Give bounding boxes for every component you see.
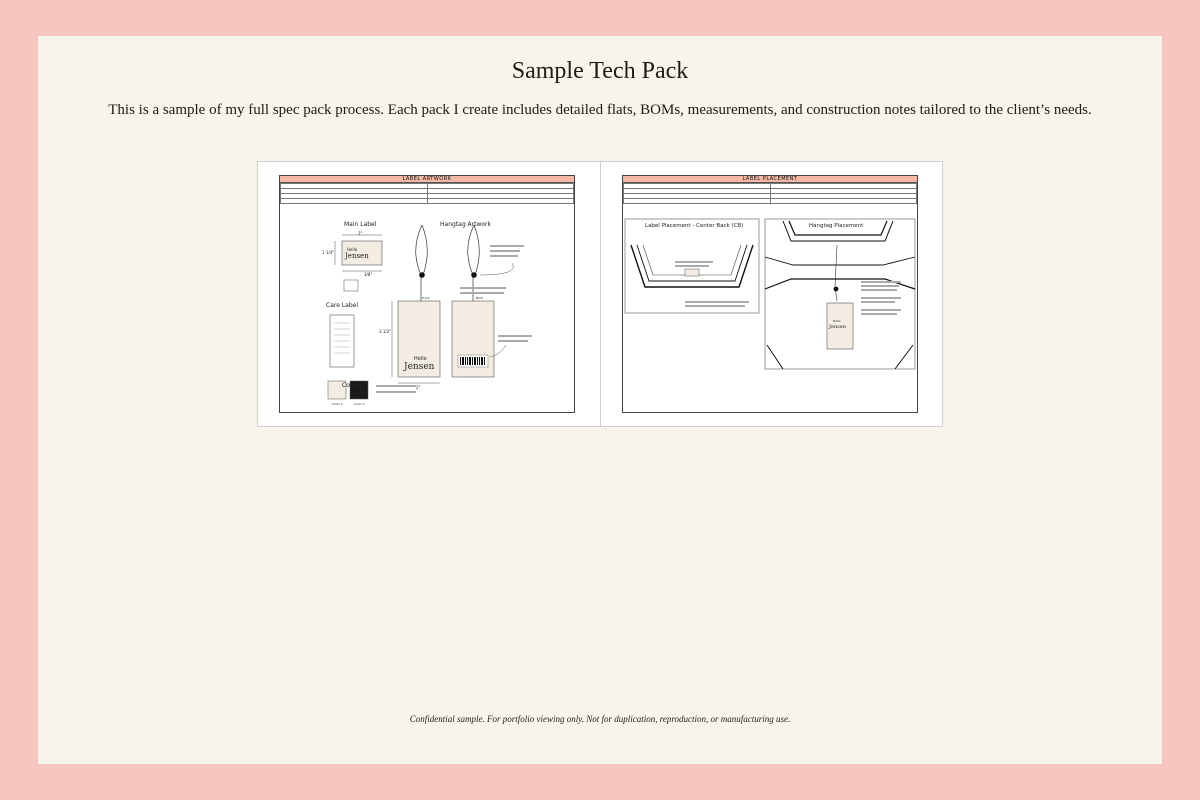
fold-diagram <box>343 279 359 292</box>
content-card: Sample Tech Pack This is a sample of my … <box>38 36 1162 764</box>
back-label: Back <box>476 296 484 300</box>
barcode-icon <box>457 354 489 368</box>
placement-brand: Jensen <box>829 324 846 330</box>
hangtag-placement-title: Hangtag Placement <box>809 223 864 229</box>
hangtag-front <box>397 300 441 378</box>
sheet-header: LABEL ARTWORK <box>280 176 574 183</box>
label-placement-drawing <box>624 218 916 370</box>
dim-height: 1 1/4" <box>322 250 335 255</box>
hangtag-seal-back <box>471 272 477 278</box>
main-label-brand-top: Hello <box>347 247 358 252</box>
neckline-outline <box>788 220 888 236</box>
confidential-footer: Confidential sample. For portfolio viewi… <box>409 714 791 724</box>
label-artwork-sheet: LABEL ARTWORK <box>279 175 575 413</box>
dim-tag-width: 2" <box>416 385 421 390</box>
hangtag-string-front <box>415 224 423 305</box>
tech-pack-spread: LABEL ARTWORK <box>257 161 943 427</box>
care-label-title: Care Label <box>326 302 358 309</box>
dim-fold: 3/8" <box>364 272 373 277</box>
placement-brand-top: Hello <box>833 319 841 323</box>
label-placement-sheet: LABEL PLACEMENT <box>622 175 918 413</box>
main-label-rect <box>341 240 383 266</box>
sheet-header: LABEL PLACEMENT <box>623 176 917 183</box>
hangtag-brand: Jensen <box>404 362 435 372</box>
page-divider <box>600 162 601 426</box>
color-swatch-1 <box>327 380 347 400</box>
front-label: Front <box>422 296 430 300</box>
page-title: Sample Tech Pack <box>511 58 689 84</box>
spec-meta-table <box>280 183 574 204</box>
colors-title: Colors <box>342 382 361 389</box>
label-artwork-drawing <box>327 224 532 400</box>
hangtag-brand-top: Hello <box>414 356 427 362</box>
hangtag-placement-tag <box>826 302 854 350</box>
hangtag-artwork-title: Hangtag Artwork <box>440 221 491 228</box>
color-swatch-2 <box>349 380 369 400</box>
cb-placement-title: Label Placement - Center Back (CB) <box>645 223 744 229</box>
color-1-label: Color 1 <box>332 402 343 406</box>
dim-width: 2" <box>358 231 363 236</box>
main-label-brand: Jensen <box>345 252 369 260</box>
color-2-label: Color 2 <box>354 402 365 406</box>
intro-text: This is a sample of my full spec pack pr… <box>108 102 1092 118</box>
cb-label <box>684 268 700 277</box>
collar-outline <box>630 244 754 288</box>
dim-tag-height: 3 1/2" <box>379 329 392 334</box>
spec-meta-table <box>623 183 917 204</box>
main-label-title: Main Label <box>344 221 377 228</box>
hangtag-seal <box>833 286 839 292</box>
hangtag-seal-front <box>419 272 425 278</box>
